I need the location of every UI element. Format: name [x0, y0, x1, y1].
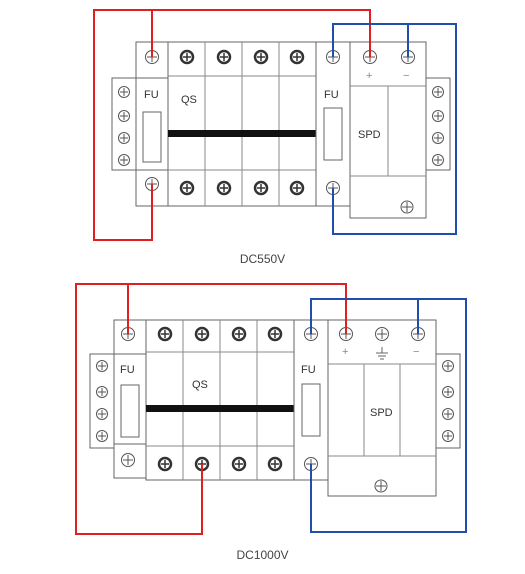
isolator-switch-qs	[167, 41, 317, 207]
positive-wire-return	[75, 283, 203, 535]
fuse-holder-right	[293, 319, 329, 481]
label-fu-right: FU	[301, 364, 316, 376]
negative-wire	[332, 23, 409, 57]
label-minus: −	[413, 346, 419, 358]
isolator-switch-qs	[145, 319, 295, 481]
label-plus: +	[342, 346, 348, 358]
positive-wire-return	[93, 9, 153, 241]
label-plus: +	[366, 70, 372, 82]
label-minus: −	[403, 70, 409, 82]
label-spd: SPD	[358, 129, 381, 141]
diagram-dc550v: FU QS FU SPD + −	[93, 9, 457, 241]
label-fu-left: FU	[120, 364, 135, 376]
positive-wire	[127, 283, 347, 334]
fuse-holder-left	[111, 41, 169, 207]
fuse-holder-left	[89, 319, 147, 479]
caption-dc550v: DC550V	[239, 252, 286, 266]
negative-wire-return	[310, 298, 467, 533]
label-fu-left: FU	[144, 89, 159, 101]
surge-protector-spd	[327, 319, 461, 497]
surge-protector-spd	[349, 41, 451, 219]
fuse-holder-right	[315, 41, 351, 207]
negative-wire-return	[332, 23, 457, 235]
label-fu-right: FU	[324, 89, 339, 101]
label-spd: SPD	[370, 407, 393, 419]
diagram-dc1000v: FU QS FU SPD + −	[75, 283, 467, 535]
caption-dc1000v: DC1000V	[236, 548, 289, 562]
positive-wire	[151, 9, 371, 57]
ground-icon	[376, 347, 388, 360]
label-qs: QS	[192, 379, 208, 391]
negative-wire	[310, 298, 419, 334]
label-qs: QS	[181, 94, 197, 106]
